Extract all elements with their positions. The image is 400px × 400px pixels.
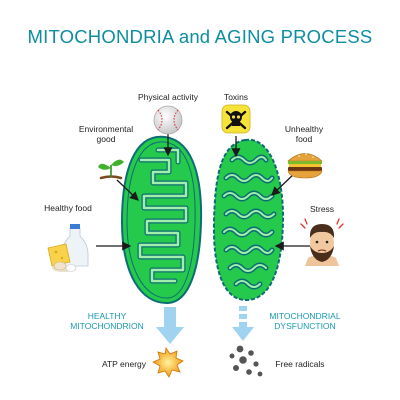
label-unhealthy-food-line1: Unhealthy	[284, 124, 324, 134]
atp-burst-icon	[152, 346, 184, 378]
caption-healthy-mitochondrion: HEALTHY MITOCHONDRION	[62, 311, 152, 331]
caption-healthy-line1: HEALTHY	[87, 311, 127, 321]
dysfunctional-mitochondrion	[212, 138, 285, 302]
label-environmental-good-line1: Environmental	[78, 124, 134, 134]
dysfunction-output-arrow	[232, 306, 254, 341]
caption-mitochondrial-dysfunction: MITOCHONDRIAL DYSFUNCTION	[260, 311, 350, 331]
caption-healthy-line2: MITOCHONDRION	[70, 321, 144, 331]
caption-dysfunction-line1: MITOCHONDRIAL	[269, 311, 341, 321]
baseball-icon	[153, 105, 183, 135]
free-radicals-icon	[229, 345, 263, 377]
burger-icon	[287, 153, 323, 179]
arrow-environmental-good	[116, 179, 139, 201]
label-healthy-food: Healthy food	[44, 203, 92, 213]
label-environmental-good: Environmental good	[66, 124, 146, 144]
label-unhealthy-food: Unhealthy food	[274, 124, 334, 144]
page-title: MITOCHONDRIA and AGING PROCESS	[27, 26, 373, 47]
label-stress: Stress	[309, 204, 335, 214]
label-environmental-good-line2: good	[96, 134, 116, 144]
stressed-man-icon	[300, 218, 344, 266]
toxins-skull-icon	[221, 104, 251, 134]
label-unhealthy-food-line2: food	[295, 134, 313, 144]
label-atp-energy: ATP energy	[101, 359, 147, 369]
healthy-output-arrow	[156, 307, 184, 344]
healthy-food-icon	[47, 224, 89, 272]
healthy-mitochondrion	[120, 135, 203, 305]
label-physical-activity: Physical activity	[138, 92, 198, 102]
label-toxins: Toxins	[223, 92, 249, 102]
label-free-radicals: Free radicals	[275, 359, 325, 369]
caption-dysfunction-line2: DYSFUNCTION	[274, 321, 336, 331]
seedling-icon	[98, 159, 124, 180]
